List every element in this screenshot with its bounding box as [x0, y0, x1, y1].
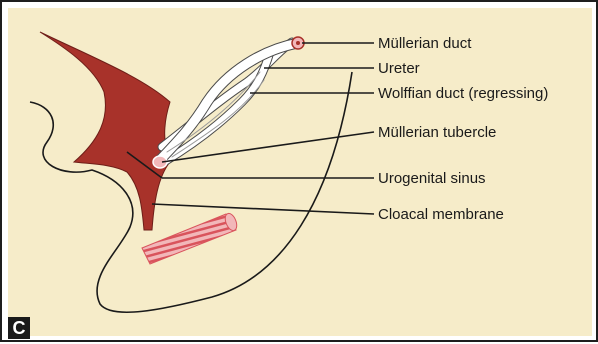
duct-bundle	[160, 42, 298, 162]
label-cloacal-membrane: Cloacal membrane	[378, 206, 504, 223]
mesenchymal-mass	[40, 32, 170, 230]
rectum-shape	[142, 212, 239, 264]
body-outline	[30, 72, 352, 312]
leader-cloacal-membrane	[152, 204, 374, 214]
labels: Müllerian duct Ureter Wolffian duct (reg…	[378, 35, 548, 223]
panel-letter-badge: C	[8, 317, 30, 339]
label-wolffian-duct: Wolffian duct (regressing)	[378, 85, 548, 102]
label-ureter: Ureter	[378, 60, 420, 77]
label-mullerian-tubercle: Müllerian tubercle	[378, 124, 496, 141]
label-urogenital-sinus: Urogenital sinus	[378, 170, 486, 187]
label-mullerian-duct: Müllerian duct	[378, 35, 472, 52]
